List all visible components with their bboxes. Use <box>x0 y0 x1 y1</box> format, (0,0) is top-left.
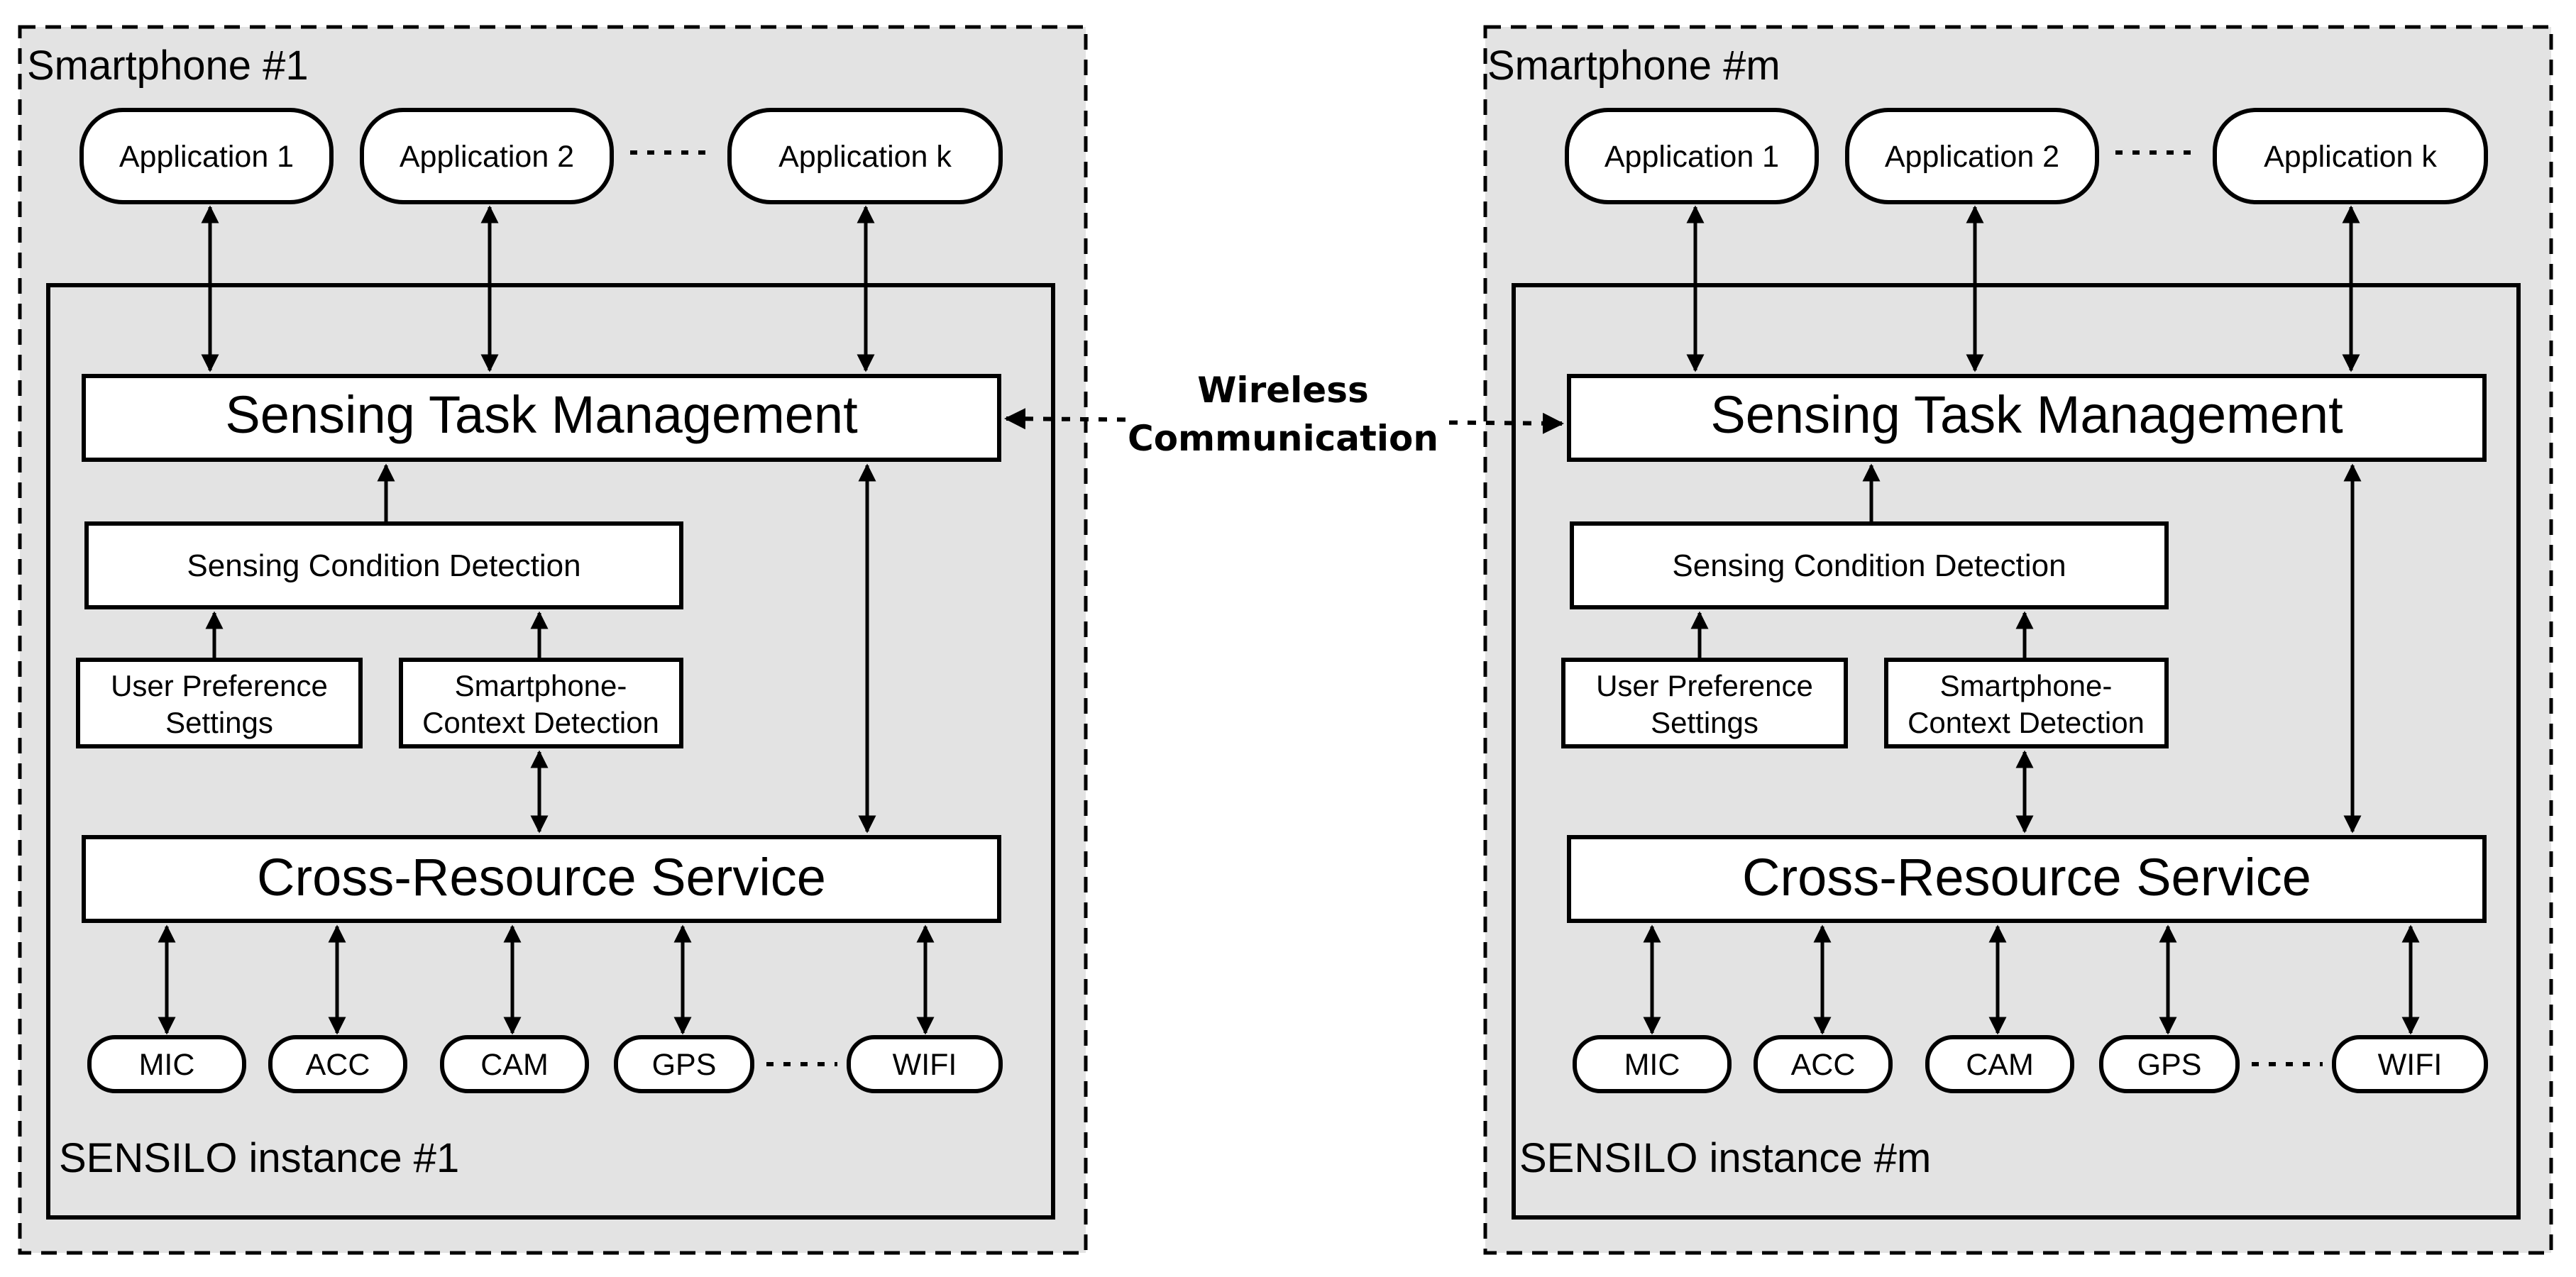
app-2-node <box>1845 108 2099 204</box>
sensor-acc <box>1754 1035 1893 1093</box>
cross-resource-service-label: Cross-Resource Service <box>257 848 826 907</box>
app-1-node <box>1565 108 1819 204</box>
sensor-gps-label: GPS <box>652 1048 717 1082</box>
sensor-gps <box>614 1035 754 1093</box>
sensor-mic-label: MIC <box>139 1048 195 1082</box>
app-k-node <box>727 108 1003 204</box>
smartphone-1: Smartphone #1 Application 1 Application … <box>18 25 1088 1255</box>
context-detection-line-1: Smartphone- <box>1940 669 2113 702</box>
sensing-condition-detection-box <box>84 521 683 609</box>
sensing-condition-detection-label: Sensing Condition Detection <box>1672 548 2066 583</box>
sensing-task-management-label: Sensing Task Management <box>1710 385 2343 444</box>
app-k-node <box>2213 108 2488 204</box>
smartphone-1-title: Smartphone #1 <box>27 43 309 89</box>
sensilo-instance-1-label: SENSILO instance #1 <box>59 1135 459 1181</box>
app-2-node <box>360 108 614 204</box>
app-2-label: Application 2 <box>1885 140 2059 174</box>
sensing-task-management-label: Sensing Task Management <box>225 385 858 444</box>
context-detection-box <box>1884 658 2169 748</box>
sensor-wifi <box>847 1035 1003 1093</box>
wireless-label-line-1: Wireless <box>1197 370 1368 411</box>
sensor-acc <box>268 1035 407 1093</box>
app-1-node <box>79 108 334 204</box>
user-preference-settings-box <box>1561 658 1848 748</box>
wireless-label-bg <box>1127 365 1441 465</box>
sensor-cam <box>440 1035 589 1093</box>
cross-resource-service-label: Cross-Resource Service <box>1742 848 2311 907</box>
user-preference-line-2: Settings <box>1651 706 1758 739</box>
smartphone-m-title: Smartphone #m <box>1487 43 1780 89</box>
sensor-wifi <box>2332 1035 2488 1093</box>
sensor-cam <box>1925 1035 2074 1093</box>
sensor-acc-label: ACC <box>1791 1048 1856 1082</box>
app-1-label: Application 1 <box>1605 140 1779 174</box>
context-detection-line-2: Context Detection <box>1908 706 2145 739</box>
sensor-gps <box>2099 1035 2240 1093</box>
sensor-wifi-label: WIFI <box>893 1048 957 1082</box>
sensor-cam-label: CAM <box>480 1048 549 1082</box>
sensing-task-management-box <box>82 374 1001 462</box>
cross-resource-service-box <box>1567 835 2487 923</box>
sensor-gps-label: GPS <box>2137 1048 2202 1082</box>
context-detection-line-1: Smartphone- <box>455 669 627 702</box>
sensor-wifi-label: WIFI <box>2378 1048 2443 1082</box>
user-preference-settings-box <box>76 658 363 748</box>
sensor-mic-label: MIC <box>1624 1048 1680 1082</box>
user-preference-line-2: Settings <box>165 706 273 739</box>
cross-resource-service-box <box>82 835 1001 923</box>
app-k-label: Application k <box>2264 140 2437 174</box>
sensor-acc-label: ACC <box>306 1048 370 1082</box>
sensing-condition-detection-box <box>1570 521 2169 609</box>
context-detection-line-2: Context Detection <box>422 706 659 739</box>
app-k-label: Application k <box>778 140 952 174</box>
smartphone-m: Smartphone #m Application 1 Application … <box>1483 25 2553 1255</box>
wireless-label-line-2: Communication <box>1128 418 1438 459</box>
sensing-condition-detection-label: Sensing Condition Detection <box>187 548 580 583</box>
user-preference-line-1: User Preference <box>111 669 328 702</box>
sensilo-instance-m-label: SENSILO instance #m <box>1519 1135 1931 1181</box>
app-2-label: Application 2 <box>400 140 574 174</box>
sensor-mic <box>87 1035 246 1093</box>
sensor-cam-label: CAM <box>1966 1048 2034 1082</box>
sensor-mic <box>1573 1035 1732 1093</box>
context-detection-box <box>399 658 683 748</box>
app-1-label: Application 1 <box>119 140 294 174</box>
user-preference-line-1: User Preference <box>1596 669 1813 702</box>
sensing-task-management-box <box>1567 374 2487 462</box>
